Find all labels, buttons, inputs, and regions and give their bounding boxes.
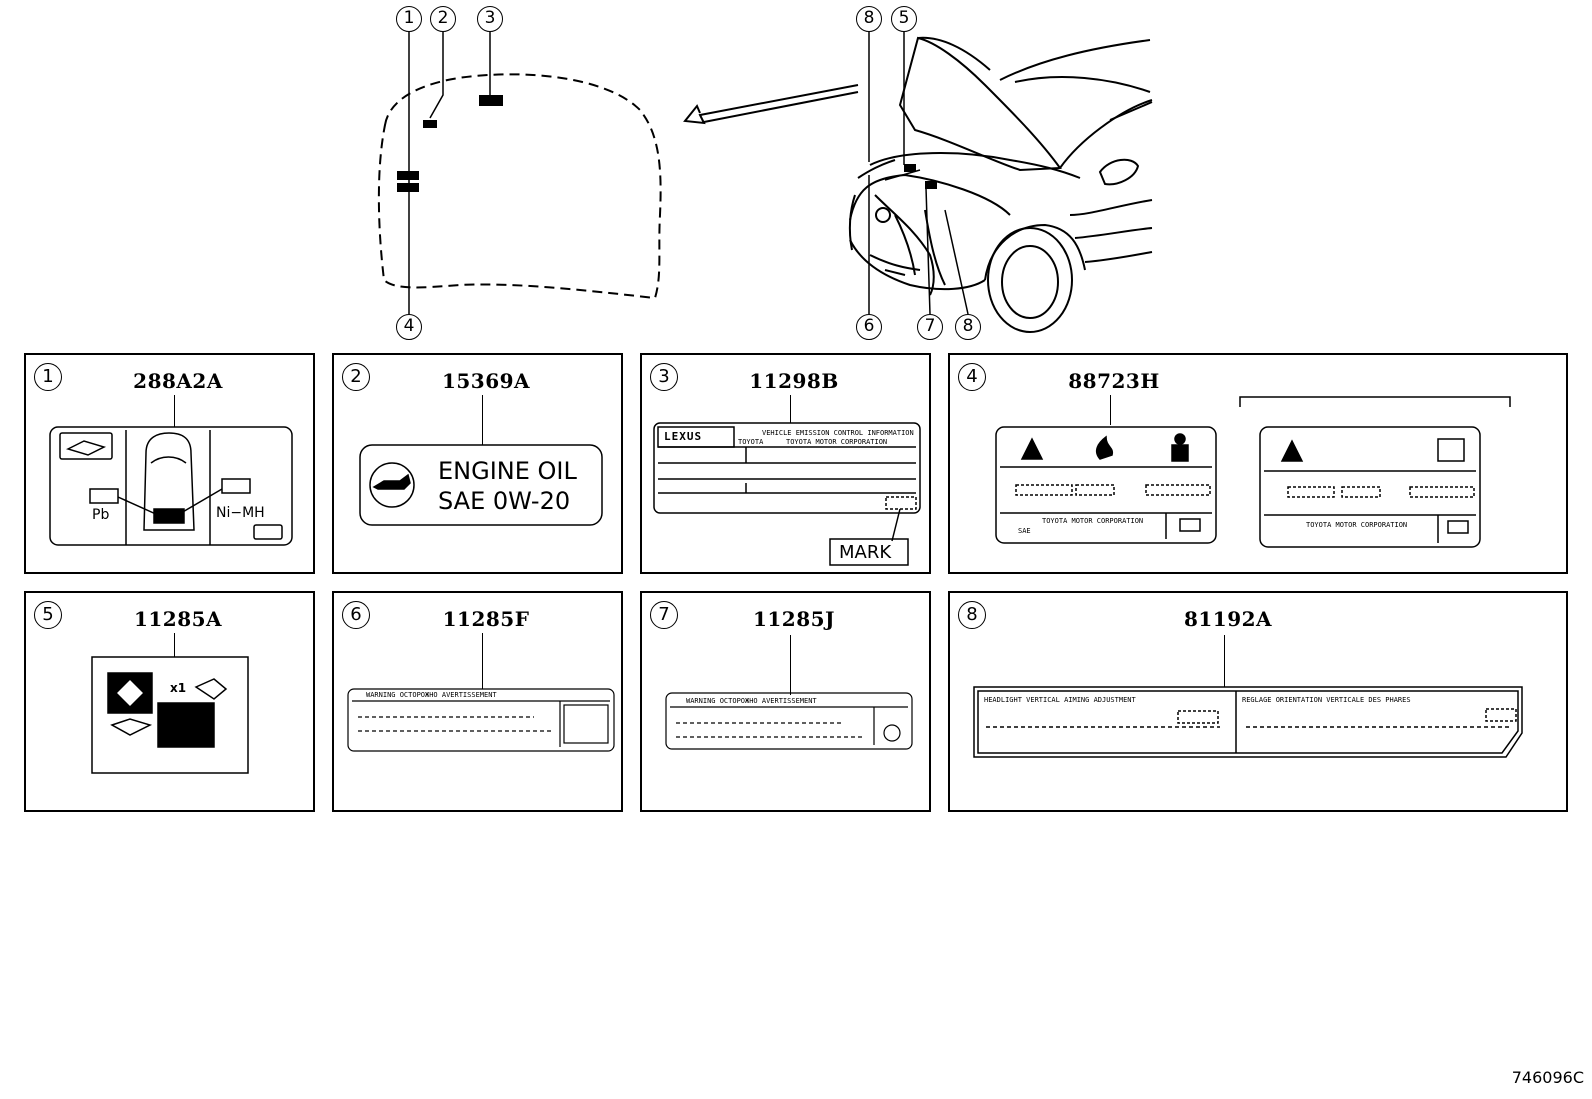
- callout-5: 5: [891, 6, 917, 32]
- engine-oil-label-art: [359, 444, 603, 526]
- corp-small: TOYOTA MOTOR CORPORATION: [786, 438, 888, 446]
- document-code: 746096C: [1511, 1068, 1584, 1087]
- part-number: 15369A: [441, 369, 531, 393]
- part-number: 88723H: [1068, 369, 1160, 393]
- panel-8: 8 81192A HEADLIGHT VERTICAL AIMING ADJUS…: [948, 591, 1568, 812]
- battery-label-art: [49, 426, 293, 546]
- panel-7: 7 11285J WARNING OСТОРОЖНО AVERTISSEMENT: [640, 591, 931, 812]
- part-number: 81192A: [1183, 607, 1273, 631]
- panel-number: 2: [342, 363, 370, 391]
- panel-number: 1: [34, 363, 62, 391]
- callout-8-top: 8: [856, 6, 882, 32]
- callout-1: 1: [396, 6, 422, 32]
- warning-header: WARNING OСТОРОЖНО AVERTISSEMENT: [366, 691, 497, 699]
- direction-arrow: [683, 84, 859, 125]
- corp-text-b: TOYOTA MOTOR CORPORATION: [1306, 521, 1408, 529]
- warning-label-art-7: [665, 692, 913, 750]
- warning-header: WARNING OСТОРОЖНО AVERTISSEMENT: [686, 697, 817, 705]
- callout-2: 2: [430, 6, 456, 32]
- nimh-label: Ni−MH: [216, 505, 265, 521]
- vehicle-sketch: [848, 36, 1153, 333]
- coolant-label-art: [91, 656, 249, 774]
- panel-3: 3 11298B LEXUS VEHICLE EMISSION CONTROL …: [640, 353, 931, 574]
- part-number: 11285A: [133, 607, 223, 631]
- panel-number: 8: [958, 601, 986, 629]
- warning-label-art-6: [347, 688, 615, 752]
- hood-and-vehicle-diagram: [377, 32, 1153, 333]
- headlight-aim-label-art: [973, 686, 1523, 758]
- hood-label-3: [479, 95, 503, 106]
- callout-8-bottom: 8: [955, 314, 981, 340]
- engine-oil-text: ENGINE OIL: [438, 457, 577, 485]
- mark-label: MARK: [839, 542, 892, 563]
- callout-6: 6: [856, 314, 882, 340]
- panel-number: 4: [958, 363, 986, 391]
- hood-label-2: [423, 120, 437, 128]
- panel-number: 5: [34, 601, 62, 629]
- panel-number: 3: [650, 363, 678, 391]
- panel-number: 7: [650, 601, 678, 629]
- radiator-caution-label-art: [995, 396, 1511, 548]
- panel-4: 4 88723H: [948, 353, 1568, 574]
- sae-grade-text: SAE 0W-20: [438, 487, 571, 515]
- callout-7: 7: [917, 314, 943, 340]
- label-text-french: REGLAGE ORIENTATION VERTICALE DES PHARES: [1242, 696, 1411, 704]
- panel-6: 6 11285F WARNING OСТОРОЖНО AVERTISSEMENT: [332, 591, 623, 812]
- emission-label-art: [653, 422, 921, 566]
- brand-logo: LEXUS: [664, 430, 703, 443]
- panel-1: 1 288A2A Pb Ni−MH: [24, 353, 315, 574]
- part-number: 288A2A: [133, 369, 223, 393]
- panel-2: 2 15369A ENGINE OIL SAE 0W-20: [332, 353, 623, 574]
- emission-heading: VEHICLE EMISSION CONTROL INFORMATION: [762, 429, 914, 437]
- callout-4: 4: [396, 314, 422, 340]
- part-number: 11285J: [752, 607, 836, 631]
- sae-text-a: SAE: [1018, 527, 1031, 535]
- brand-small: TOYOTA: [738, 438, 764, 446]
- panel-5: 5 11285A x1: [24, 591, 315, 812]
- label-text-english: HEADLIGHT VERTICAL AIMING ADJUSTMENT: [984, 696, 1136, 704]
- part-number: 11285F: [442, 607, 530, 631]
- panel-number: 6: [342, 601, 370, 629]
- hood-label-1a: [397, 171, 419, 180]
- hood-label-1b: [397, 183, 419, 192]
- part-number: 11298B: [749, 369, 839, 393]
- quantity-text: x1: [170, 681, 187, 695]
- corp-text-a: TOYOTA MOTOR CORPORATION: [1042, 517, 1144, 525]
- hood-outline: [377, 73, 662, 300]
- pb-label: Pb: [92, 507, 110, 523]
- callout-3: 3: [477, 6, 503, 32]
